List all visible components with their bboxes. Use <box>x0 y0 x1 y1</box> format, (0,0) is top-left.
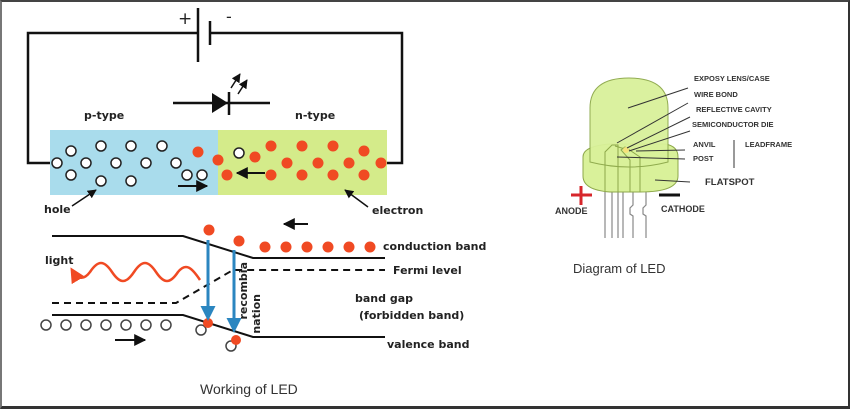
battery-symbol: + - <box>178 7 232 62</box>
hole-particle <box>140 157 152 169</box>
light-label: light <box>45 254 74 267</box>
led-lens <box>589 77 669 168</box>
hole-particle <box>125 140 137 152</box>
working-of-led-caption: Working of LED <box>200 381 298 397</box>
valence-hole <box>60 319 72 331</box>
electron-particle <box>249 151 261 163</box>
conduction-band-label: conduction band <box>383 240 486 253</box>
electron-particle <box>343 157 355 169</box>
valence-holes <box>40 318 241 352</box>
electron-particle <box>312 157 324 169</box>
electron-particle <box>281 157 293 169</box>
conduction-electron <box>364 241 376 253</box>
n-type-region <box>218 130 387 195</box>
circuit-wire <box>26 31 404 165</box>
valence-band-line <box>52 314 385 338</box>
part-label-epoxy-lens: EXPOSY LENS/CASE <box>694 74 770 83</box>
battery-negative-label: - <box>226 7 232 26</box>
part-label-flatspot: FLATSPOT <box>705 177 755 188</box>
recombining-electron <box>203 318 213 328</box>
cathode-label: CATHODE <box>661 204 705 214</box>
electron-particle <box>358 145 370 157</box>
band-gap-label: band gap <box>355 292 413 305</box>
fermi-level-line <box>52 269 385 304</box>
valence-hole <box>140 319 152 331</box>
semiconductor-die <box>623 147 629 153</box>
part-label-post: POST <box>693 154 714 163</box>
anode-plus-icon <box>571 186 592 205</box>
hole-particle <box>233 147 245 159</box>
electron-particle <box>375 157 387 169</box>
electron-particle <box>327 169 339 181</box>
electron-particle <box>296 169 308 181</box>
electron-particle <box>296 140 308 152</box>
part-label-semiconductor-die: SEMICONDUCTOR DIE <box>692 120 774 129</box>
recombination-label-2: nation <box>250 294 263 334</box>
conduction-electron <box>233 235 245 247</box>
hole-particle <box>170 157 182 169</box>
hole-particle <box>196 169 208 181</box>
n-type-label: n-type <box>295 109 335 122</box>
part-label-anvil: ANVIL <box>693 140 716 149</box>
conduction-electron <box>343 241 355 253</box>
hole-particle <box>95 175 107 187</box>
valence-hole <box>160 319 172 331</box>
electron-particle <box>265 140 277 152</box>
hole-particle <box>65 169 77 181</box>
conduction-electron <box>203 224 215 236</box>
part-label-leadframe: LEADFRAME <box>745 140 792 149</box>
anode-label: ANODE <box>555 206 588 216</box>
electron-particle <box>358 169 370 181</box>
hole-particle <box>65 145 77 157</box>
led-symbol-icon <box>173 73 270 115</box>
valence-hole <box>195 324 207 336</box>
conduction-electrons <box>203 224 376 253</box>
electron-particle <box>212 154 224 166</box>
led-leads <box>604 192 647 238</box>
hole-pointer-arrow <box>71 189 97 207</box>
electron-particle <box>265 169 277 181</box>
hole-particle <box>125 175 137 187</box>
recombining-electron <box>231 335 241 345</box>
valence-hole <box>40 319 52 331</box>
fermi-level-label: Fermi level <box>393 264 462 277</box>
conduction-electron <box>259 241 271 253</box>
hole-particle <box>95 140 107 152</box>
hole-particle <box>80 157 92 169</box>
conduction-electron <box>301 241 313 253</box>
part-label-reflective-cavity: REFLECTIVE CAVITY <box>696 105 772 114</box>
battery-positive-label: + <box>178 9 192 29</box>
forbidden-band-label: (forbidden band) <box>359 309 464 322</box>
hole-particle <box>110 157 122 169</box>
valence-hole <box>100 319 112 331</box>
part-label-wire-bond: WIRE BOND <box>694 90 738 99</box>
valence-hole <box>80 319 92 331</box>
valence-hole <box>120 319 132 331</box>
diagram-of-led-caption: Diagram of LED <box>573 261 665 276</box>
electron-group <box>192 140 387 181</box>
electron-label: electron <box>372 204 423 217</box>
conduction-band-line <box>52 235 385 259</box>
leader-lines <box>616 87 735 183</box>
conduction-electron <box>280 241 292 253</box>
hole-group <box>51 140 245 187</box>
electron-particle <box>221 169 233 181</box>
hole-particle <box>181 169 193 181</box>
hole-label: hole <box>44 203 71 216</box>
conduction-electron <box>322 241 334 253</box>
p-type-label: p-type <box>84 109 124 122</box>
led-anatomy-illustration <box>582 77 735 238</box>
hole-particle <box>51 157 63 169</box>
electron-particle <box>192 146 204 158</box>
electron-pointer-arrow <box>344 189 369 208</box>
light-wave-icon <box>70 261 202 285</box>
electron-particle <box>327 140 339 152</box>
hole-particle <box>156 140 168 152</box>
valence-band-label: valence band <box>387 338 469 351</box>
recombination-label-1: recombia <box>237 262 250 320</box>
